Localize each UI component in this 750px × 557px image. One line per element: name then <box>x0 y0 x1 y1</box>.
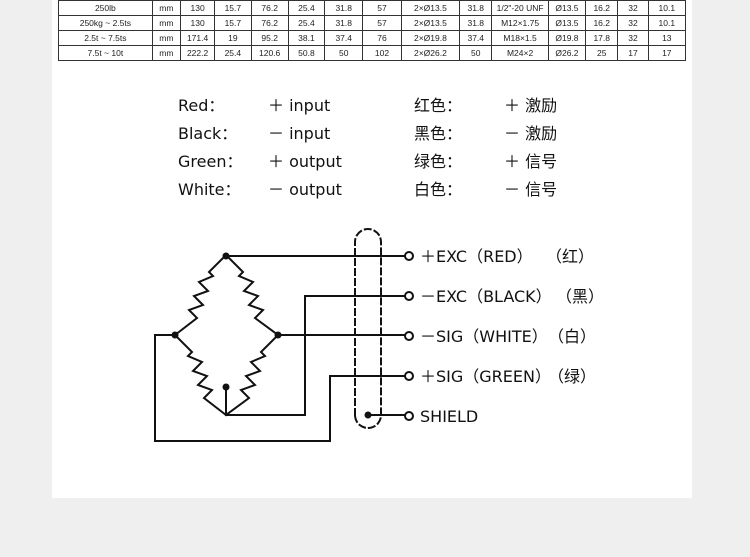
label-sig-minus-cn: （白） <box>548 327 596 346</box>
legend-function-en: － output <box>268 180 342 199</box>
bridge-resistor-bottom-right <box>224 333 280 417</box>
spec-table-cell: 50 <box>324 45 364 61</box>
legend-function-cn: － 信号 <box>504 180 558 199</box>
legend-row-white: White： － output 白色： － 信号 <box>178 176 578 204</box>
bridge-resistor-top-left <box>173 253 228 337</box>
legend-color-en: Red： <box>178 96 225 115</box>
spec-table-cell: 17 <box>647 45 687 61</box>
legend-function-cn: ＋ 信号 <box>504 152 558 171</box>
spec-table-cell: 7.5t ~ 10t <box>58 45 153 61</box>
legend-row-green: Green： ＋ output 绿色： ＋ 信号 <box>178 148 578 176</box>
node-right <box>274 331 282 339</box>
legend-function-en: － input <box>268 124 331 143</box>
legend-color-cn: 黑色： <box>414 124 463 143</box>
spec-table-cell: 222.2 <box>179 45 216 61</box>
bridge-resistor-bottom-left <box>173 333 228 417</box>
spec-table-cell: 25.4 <box>214 45 252 61</box>
legend-function-en: ＋ output <box>268 152 342 171</box>
terminal-shield <box>404 411 414 421</box>
node-top <box>222 252 230 260</box>
spec-table-cell: 76.2 <box>250 0 289 16</box>
spec-table-cell: 50.8 <box>287 45 326 61</box>
terminal-sig-minus <box>404 331 414 341</box>
terminal-exc-minus <box>404 291 414 301</box>
label-shield: SHIELD <box>420 407 478 426</box>
legend-color-cn: 红色： <box>414 96 463 115</box>
label-sig-plus-cn: （绿） <box>548 367 596 386</box>
label-sig-minus: －SIG（WHITE） <box>420 327 548 346</box>
legend-function-cn: ＋ 激励 <box>504 96 558 115</box>
legend-color-cn: 白色： <box>414 180 463 199</box>
node-left <box>171 331 179 339</box>
label-exc-minus: －EXC（BLACK） <box>420 287 552 306</box>
cable-shield <box>354 228 382 429</box>
spec-table-cell: M24×2 <box>491 45 549 61</box>
terminal-exc-plus <box>404 251 414 261</box>
legend-color-en: White： <box>178 180 241 199</box>
spec-table-cell: Ø26.2 <box>547 45 587 61</box>
label-exc-plus: ＋EXC（RED） <box>420 247 533 266</box>
label-exc-plus-cn: （红） <box>546 247 594 266</box>
legend-function-cn: － 激励 <box>504 124 558 143</box>
bridge-resistor-top-right <box>224 253 280 337</box>
legend-function-en: ＋ input <box>268 96 331 115</box>
terminal-sig-plus <box>404 371 414 381</box>
legend-color-en: Green： <box>178 152 243 171</box>
spec-table-cell: 50 <box>459 45 493 61</box>
node-shield <box>364 411 372 419</box>
legend-color-cn: 绿色： <box>414 152 463 171</box>
color-legend: Red： ＋ input 红色： ＋ 激励 Black： － input 黑色：… <box>178 92 578 204</box>
wire-exc-minus <box>225 295 409 416</box>
spec-table-cell: 102 <box>362 45 402 61</box>
legend-color-en: Black： <box>178 124 238 143</box>
spec-table-cell: Ø13.5 <box>547 0 587 16</box>
label-sig-plus: ＋SIG（GREEN） <box>420 367 551 386</box>
legend-row-black: Black： － input 黑色： － 激励 <box>178 120 578 148</box>
wire-sig-plus <box>154 334 409 442</box>
node-bottom <box>222 383 230 391</box>
label-exc-minus-cn: （黑） <box>556 287 604 306</box>
legend-row-red: Red： ＋ input 红色： ＋ 激励 <box>178 92 578 120</box>
spec-table-cell: 120.6 <box>250 45 289 61</box>
